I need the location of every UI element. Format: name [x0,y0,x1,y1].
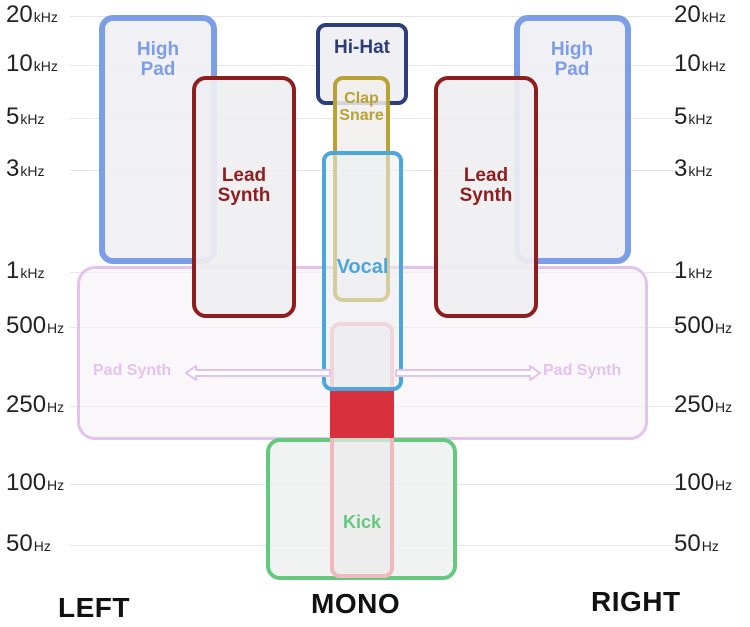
vocal-box [322,151,403,391]
pad-synth-right-label: Pad Synth [543,362,622,379]
freq-label-left: 100Hz [6,469,65,496]
freq-label-left: 3kHz [6,155,45,182]
freq-label-right: 50Hz [674,530,719,557]
freq-label-left: 1kHz [6,257,45,284]
bass-label: Bass [338,414,386,436]
right-position-label: RIGHT [591,586,681,617]
high-pad-left-label: High Pad [136,39,180,80]
freq-label-right: 250Hz [674,391,733,418]
freq-label-right: 3kHz [674,155,713,182]
freq-label-right: 500Hz [674,312,733,339]
pad-synth-left-arrow [185,365,331,381]
kick-label: Kick [342,512,382,532]
freq-label-right: 5kHz [674,103,713,130]
freq-label-left: 50Hz [6,530,51,557]
left-position-label: LEFT [58,592,130,623]
freq-label-left: 20kHz [6,1,58,28]
pad-synth-right-arrow [395,365,541,381]
lead-synth-left-box [192,76,296,318]
high-pad-right-label: High Pad [550,39,594,80]
freq-label-right: 1kHz [674,257,713,284]
lead-synth-right-label: Lead Synth [459,165,513,206]
freq-label-right: 10kHz [674,50,726,77]
freq-label-right: 100Hz [674,469,733,496]
freq-label-left: 250Hz [6,391,65,418]
lead-synth-left-label: Lead Synth [217,165,271,206]
lead-synth-right-box [434,76,538,318]
freq-label-left: 500Hz [6,312,65,339]
mono-position-label: MONO [311,588,401,619]
vocal-label: Vocal [336,256,389,278]
freq-label-left: 10kHz [6,50,58,77]
gridline-20khz [70,16,680,17]
freq-label-right: 20kHz [674,1,726,28]
freq-label-left: 5kHz [6,103,45,130]
bass-band [330,390,394,438]
hi-hat-label: Hi-Hat [334,37,390,58]
pad-synth-left-label: Pad Synth [93,362,172,379]
clap-snare-label: Clap Snare [339,90,384,124]
